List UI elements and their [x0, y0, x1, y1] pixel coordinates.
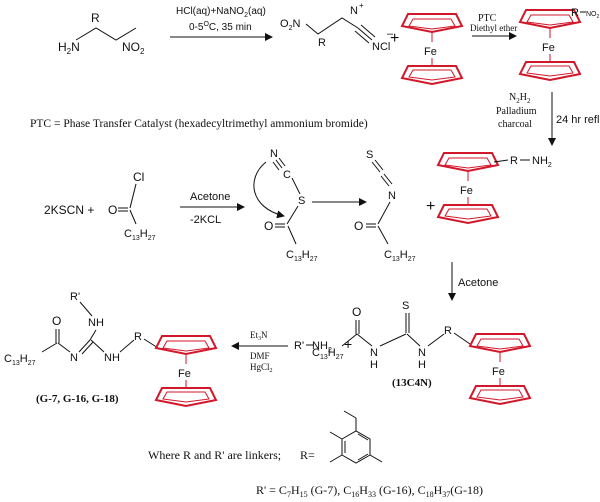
- product-codes-label: (G-7, G-16, G-18): [36, 393, 119, 405]
- acetone-label-1: Acetone: [190, 191, 230, 203]
- thiocyanate-c-label: C: [283, 169, 291, 181]
- guanidine-n-label: N: [70, 352, 78, 364]
- reaction-arrow-acetone-1: Acetone -2KCL: [180, 191, 245, 226]
- kscn-label: 2KSCN +: [44, 203, 94, 217]
- solvent-label: Diethyl ether: [470, 23, 517, 33]
- ferrocene-guanidine: Fe: [154, 335, 218, 408]
- no2-label: NO2: [122, 40, 145, 56]
- reaction-arrow-guanylation: Et3N DMF HgCl2: [231, 330, 288, 374]
- dmf-label: DMF: [250, 351, 270, 361]
- 13c4n-o-label: O: [352, 305, 361, 319]
- acyl-thiocyanate: N C S O C13H27: [253, 148, 318, 263]
- r-label: R: [91, 11, 100, 25]
- fe-label: Fe: [424, 46, 437, 58]
- guanidine-o-label: O: [52, 314, 61, 328]
- acyl-chloride: Cl O C13H27: [108, 170, 156, 242]
- guanidine-nh-label: NH: [88, 317, 104, 329]
- compound-13c4n-label: (13C4N): [392, 377, 432, 389]
- thiocyanate-o-label: O: [264, 219, 273, 233]
- c13h27-label-1: C13H27: [124, 228, 156, 242]
- diazonium-salt: O2N R N + NCl –: [280, 1, 394, 53]
- fe-label: Fe: [492, 366, 505, 378]
- guanidine-product: R' NH O C13H27 N NH R: [4, 291, 159, 367]
- starting-amine: H2N R NO2: [58, 11, 145, 56]
- c13h27-label-4: C13H27: [312, 347, 344, 361]
- isothiocyanate-o-label: O: [354, 219, 363, 233]
- linker-definition-label: Where R and R' are linkers;: [148, 448, 281, 462]
- condition-label: 0-5OC, 35 min: [189, 21, 252, 33]
- nitro-ferrocene: Fe: [518, 9, 582, 82]
- o-label: O: [108, 203, 117, 217]
- minus-charge: –: [387, 28, 394, 40]
- product1-r-label: R: [571, 7, 579, 19]
- thiocyanate-s-label: S: [298, 195, 305, 207]
- 13c4n-s-label: S: [402, 300, 409, 312]
- kcl-label: -2KCL: [190, 214, 221, 226]
- product1-no2-label: NO2: [586, 11, 600, 20]
- reaction-arrow-reduction: N2H2 Palladium charcoal 24 hr reflux: [496, 92, 600, 146]
- hgcl2-label: HgCl2: [250, 362, 273, 374]
- ptc-footnote: PTC = Phase Transfer Catalyst (hexadecyl…: [30, 118, 368, 130]
- h2n-label: H2N: [58, 40, 80, 56]
- 13c4n-h1-label: H: [370, 359, 378, 371]
- et3n-label: Et3N: [250, 330, 268, 342]
- fe-label: Fe: [178, 368, 191, 380]
- plus-sign-1: +: [390, 30, 399, 47]
- plus-sign-2: +: [426, 198, 435, 215]
- reagent-label: HCl(aq)+NaNO2(aq): [176, 6, 266, 19]
- ptc-label: PTC: [478, 13, 497, 24]
- c13h27-label-5: C13H27: [4, 353, 36, 367]
- thiocyanate-n-label: N: [270, 148, 278, 160]
- 13c4n-n2-label: N: [418, 347, 426, 359]
- rprime-definitions: R' = C7H15 (G-7), C16H33 (G-16), C18H37(…: [256, 483, 483, 499]
- isothiocyanate-s-label: S: [366, 149, 373, 161]
- plus-charge: +: [359, 1, 364, 10]
- acetone-label-2: Acetone: [458, 277, 498, 289]
- ferrocene-13c4n: Fe: [468, 333, 532, 406]
- n2h2-label: N2H2: [509, 92, 531, 105]
- isothiocyanate-n-label: N: [388, 190, 396, 202]
- reaction-arrow-ptc: PTC Diethyl ether: [470, 13, 517, 40]
- c13h27-label-3: C13H27: [384, 249, 416, 263]
- reaction-arrow-diazotization: HCl(aq)+NaNO2(aq) 0-5OC, 35 min: [170, 6, 273, 41]
- fe-label: Fe: [542, 42, 555, 54]
- thiourea-13c4n: S O C13H27 N H N H R: [312, 300, 471, 371]
- n-cl-label: NCl: [372, 41, 390, 53]
- plus-sign-3: +: [344, 336, 352, 352]
- acyl-isothiocyanate: S N O C13H27: [354, 149, 416, 263]
- n-plus-label: N: [350, 5, 358, 17]
- reaction-arrow-acetone-2: Acetone: [448, 262, 498, 301]
- guanidine-nh2-label: NH: [104, 352, 120, 364]
- rprime-nh2-label: R'NH2: [294, 340, 332, 354]
- product2-r-label: R: [510, 155, 518, 167]
- product2-nh2-label: NH2: [532, 155, 552, 169]
- xylyl-linker-structure: [329, 410, 383, 464]
- cl-label: Cl: [133, 170, 144, 184]
- amino-ferrocene: Fe: [436, 152, 500, 225]
- charcoal-label: charcoal: [498, 119, 532, 130]
- 13c4n-h2-label: H: [418, 359, 426, 371]
- reflux-label: 24 hr reflux: [556, 114, 600, 126]
- 13c4n-n1-label: N: [370, 347, 378, 359]
- 13c4n-r-label: R: [444, 325, 452, 337]
- fe-label: Fe: [460, 185, 473, 197]
- guanidine-rprime-label: R': [70, 291, 80, 303]
- ferrocene-1: Fe: [400, 13, 464, 86]
- guanidine-r-label: R: [134, 331, 142, 343]
- palladium-label: Palladium: [496, 106, 537, 117]
- c13h27-label-2: C13H27: [286, 249, 318, 263]
- diazonium-r-label: R: [318, 37, 326, 49]
- r-equals-label: R=: [300, 448, 315, 462]
- o2n-label: O2N: [280, 18, 300, 32]
